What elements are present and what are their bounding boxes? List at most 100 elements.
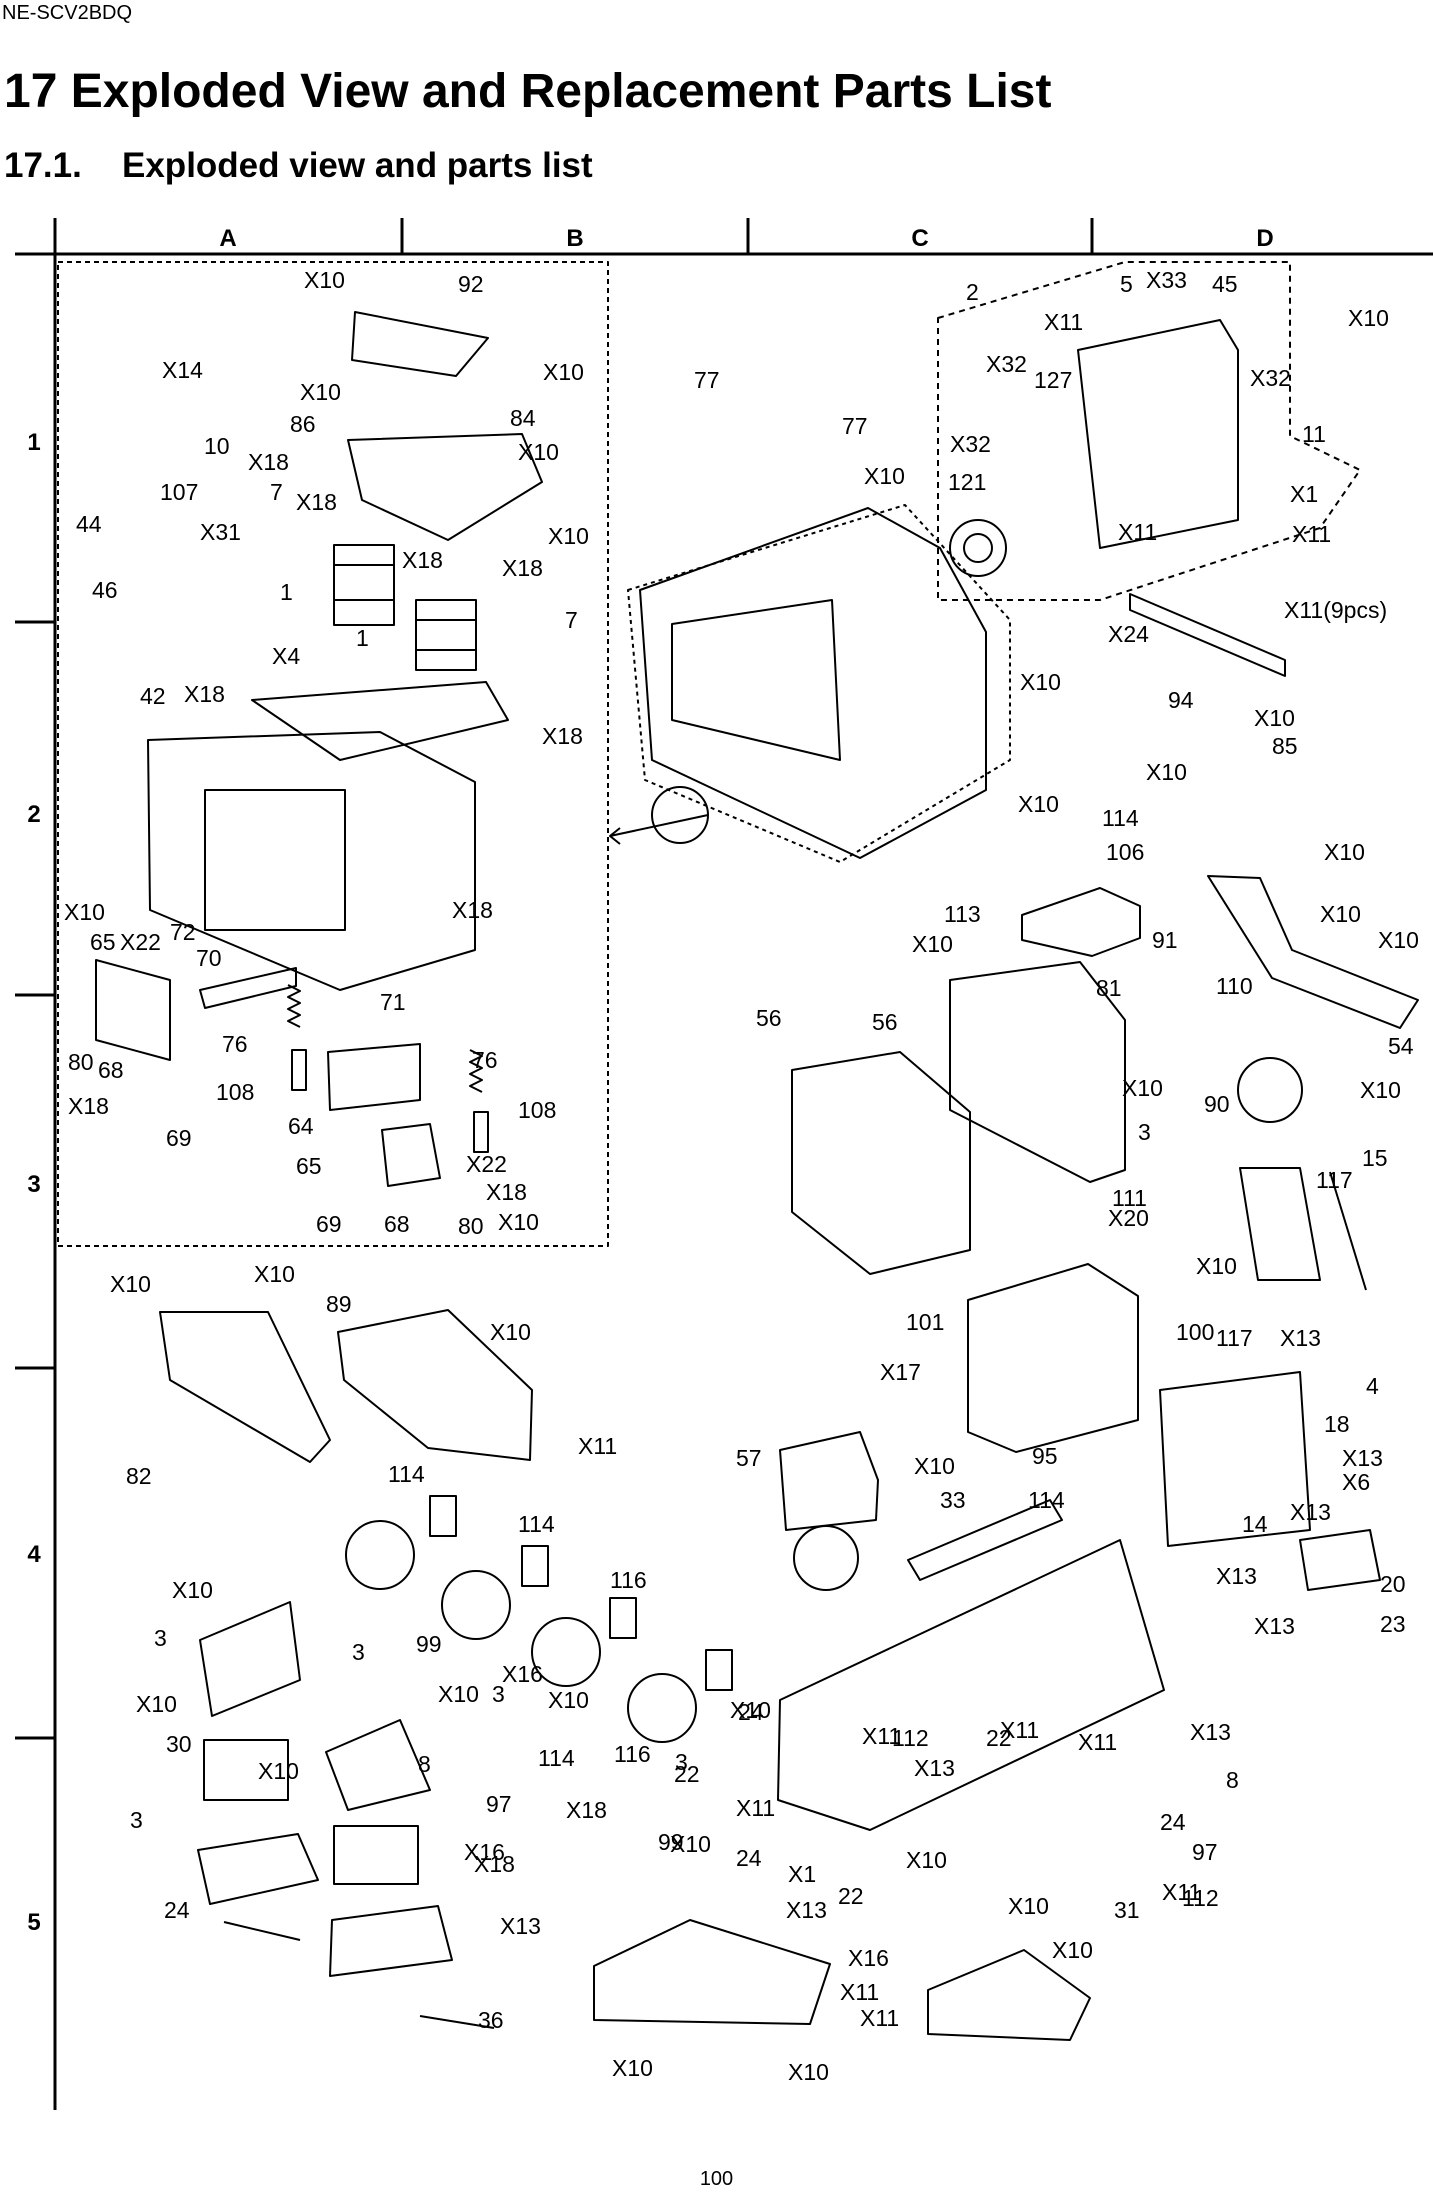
- subsection-number: 17.1.: [4, 146, 82, 185]
- rod-112b: [419, 2015, 495, 2029]
- callout-label: 65: [296, 1153, 322, 1179]
- callout-label: 56: [756, 1005, 782, 1031]
- callout-label: X10: [1360, 1077, 1401, 1103]
- fan-3b: [441, 1570, 511, 1640]
- subsection-title-text: Exploded view and parts list: [122, 146, 593, 185]
- callout-label: 114: [538, 1745, 575, 1771]
- callout-label: 42: [140, 683, 166, 709]
- callout-label: 24: [164, 1897, 190, 1923]
- callout-label: X16: [848, 1945, 889, 1971]
- callout-label: 46: [92, 577, 118, 603]
- callout-label: 80: [458, 1213, 484, 1239]
- callout-label: X10: [730, 1697, 771, 1723]
- fan-3a: [345, 1520, 415, 1590]
- bracket-70: [199, 967, 297, 1009]
- duct-90: [1239, 1167, 1321, 1281]
- control-board-4: [1159, 1371, 1311, 1547]
- callout-label: X22: [120, 929, 161, 955]
- callout-label: X14: [162, 357, 203, 383]
- callout-label: 31: [1114, 1897, 1140, 1923]
- callout-label: X33: [1146, 267, 1187, 293]
- callout-label: X13: [1190, 1719, 1231, 1745]
- callout-label: 117: [1316, 1167, 1353, 1193]
- callout-label: 84: [510, 405, 536, 431]
- tray-97b: [329, 1905, 453, 1977]
- callout-label: X24: [1108, 621, 1149, 647]
- latch-plate-71: [327, 1043, 421, 1111]
- callout-label: X11: [578, 1433, 617, 1459]
- cavity-dashed-boundary: [627, 504, 1011, 863]
- callout-label: 116: [610, 1567, 647, 1593]
- callout-label: X10: [543, 359, 584, 385]
- callout-label: X10: [914, 1453, 955, 1479]
- grid-row-label-2: 2: [27, 801, 40, 828]
- cavity-frame: [639, 507, 987, 859]
- callout-label: X10: [1378, 927, 1419, 953]
- callout-label: 71: [380, 989, 406, 1015]
- grid-row-label-3: 3: [27, 1171, 40, 1198]
- callout-label: 69: [316, 1211, 342, 1237]
- spring-76b: [469, 1049, 483, 1093]
- callout-label: X32: [950, 431, 991, 457]
- callout-label: 8: [1226, 1767, 1239, 1793]
- callout-label: X32: [1250, 365, 1291, 391]
- callout-label: 111: [1112, 1185, 1147, 1211]
- callout-label: X10: [788, 2059, 829, 2085]
- door-stopper-bracket: [95, 959, 171, 1061]
- callout-label: 15: [1362, 1145, 1388, 1171]
- callout-label: 114: [518, 1511, 555, 1537]
- grid-row-label-5: 5: [27, 1909, 40, 1936]
- callout-label: X13: [786, 1897, 827, 1923]
- heater-121-inner: [963, 533, 993, 563]
- callout-label: X10: [136, 1691, 177, 1717]
- callout-label: 30: [166, 1731, 192, 1757]
- callout-label: 127: [1034, 367, 1072, 393]
- callout-label: X11: [840, 1979, 879, 2005]
- callout-label: X10: [864, 463, 905, 489]
- callout-label: 22: [986, 1725, 1012, 1751]
- gasket-114c: [609, 1597, 637, 1639]
- duct-99b: [325, 1719, 431, 1811]
- callout-label: X10: [1324, 839, 1365, 865]
- magnetron-assembly-boundary: [57, 261, 609, 1247]
- heater-8b: [333, 1825, 419, 1885]
- callout-label: X10: [1122, 1075, 1163, 1101]
- callout-label: 33: [940, 1487, 966, 1513]
- callout-label: X13: [1254, 1613, 1295, 1639]
- callout-label: X11: [1292, 521, 1331, 547]
- section-title: 17 Exploded View and Replacement Parts L…: [4, 64, 1051, 119]
- grid-row-labels: 1 2 3 4 5: [27, 429, 41, 1936]
- callout-label: X6: [1342, 1469, 1370, 1495]
- callout-label: X18: [566, 1797, 607, 1823]
- callout-label: 36: [478, 2007, 504, 2033]
- callout-label: X10: [1018, 791, 1059, 817]
- callout-label: X10: [1008, 1893, 1049, 1919]
- callout-label: X11: [1044, 309, 1083, 335]
- callout-label: X10: [1348, 305, 1389, 331]
- callout-label: X11: [1118, 519, 1157, 545]
- callout-label: X10: [498, 1209, 539, 1235]
- rod-112a: [223, 1921, 301, 1941]
- model-number: NE-SCV2BDQ: [2, 2, 133, 24]
- callout-label: 1: [356, 625, 369, 651]
- gasket-114d: [705, 1649, 733, 1691]
- callout-label: X13: [500, 1913, 541, 1939]
- callout-label: 114: [388, 1461, 425, 1487]
- part-81: [1021, 887, 1141, 957]
- callout-label: X10: [670, 1831, 711, 1857]
- base-rail-95: [907, 1499, 1063, 1581]
- callout-label: 14: [1242, 1511, 1268, 1537]
- callout-label: 85: [1272, 733, 1298, 759]
- callout-label: 97: [1192, 1839, 1218, 1865]
- callout-label: 107: [160, 479, 198, 505]
- callout-label: X18: [184, 681, 225, 707]
- callout-label: 99: [658, 1829, 684, 1855]
- section-title-text: Exploded View and Replacement Parts List: [70, 65, 1052, 118]
- callout-label: 112: [892, 1725, 929, 1751]
- callout-label: 4: [1366, 1373, 1379, 1399]
- callout-label: 22: [674, 1761, 700, 1787]
- callout-label: X18: [502, 555, 543, 581]
- callout-label: X17: [880, 1359, 921, 1385]
- callout-label: X16: [464, 1839, 505, 1865]
- callout-label: X13: [914, 1755, 955, 1781]
